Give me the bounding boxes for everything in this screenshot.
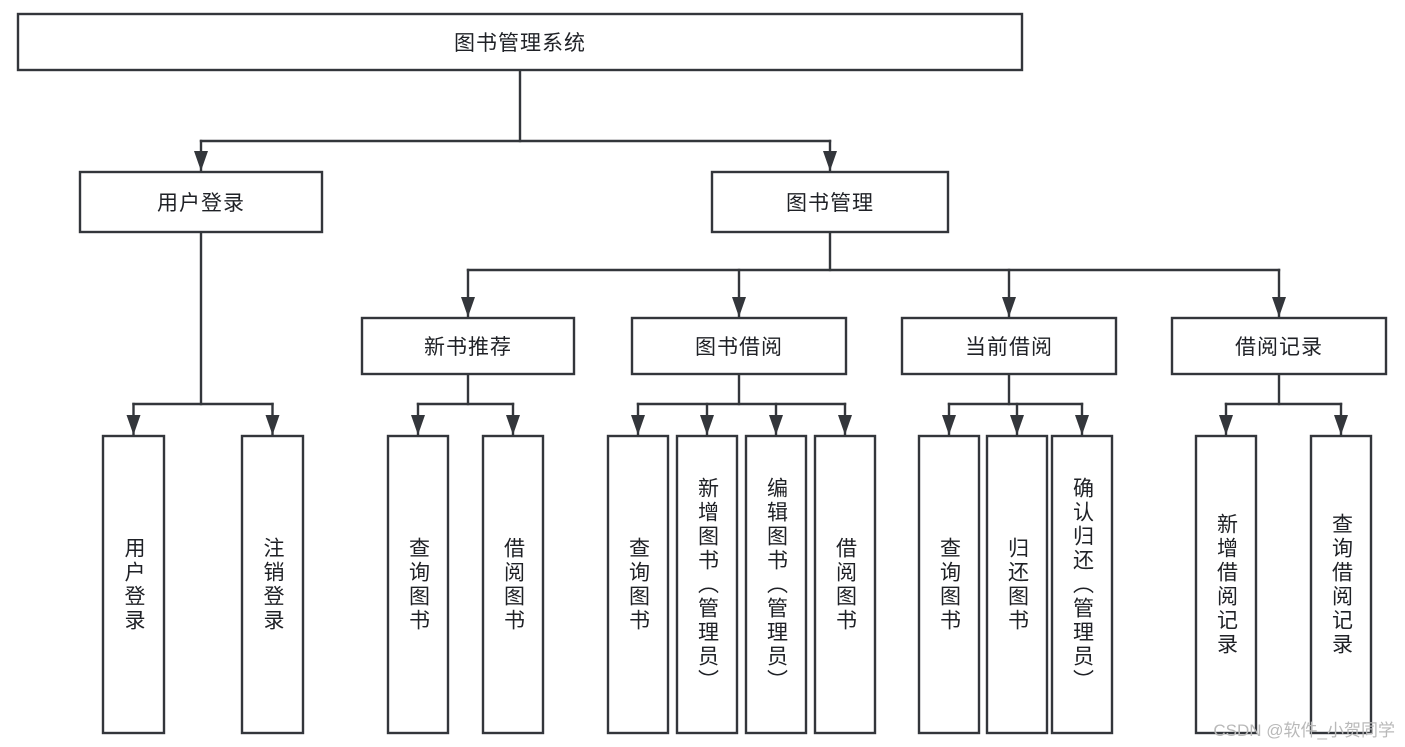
node-level3-box-0 [360,316,576,376]
node-leaf-box-10 [1050,434,1114,735]
node-level3-box-1 [630,316,848,376]
node-leaf-box-0 [101,434,166,735]
node-leaf-box-12 [1309,434,1373,735]
arrow-head-icon [1219,415,1233,435]
node-level3-box-2 [900,316,1118,376]
node-leaf-box-6 [744,434,808,735]
node-leaf-box-4 [606,434,670,735]
node-level2-box-0 [78,170,324,234]
arrow-head-icon [732,297,746,317]
arrow-head-icon [1002,297,1016,317]
arrow-head-icon [631,415,645,435]
arrow-head-icon [265,415,280,435]
arrow-head-icon [1075,415,1089,435]
arrow-head-icon [823,151,837,171]
node-leaf-box-9 [985,434,1049,735]
node-leaf-box-3 [481,434,545,735]
node-leaf-box-8 [917,434,981,735]
node-root-box [16,12,1024,72]
arrow-head-icon [1010,415,1024,435]
arrow-head-icon [194,151,208,171]
arrow-head-icon [1272,297,1286,317]
node-leaf-box-5 [675,434,739,735]
node-leaf-box-1 [240,434,305,735]
arrow-head-icon [769,415,783,435]
arrow-head-icon [1334,415,1348,435]
arrow-head-icon [411,415,425,435]
box-layer [16,12,1388,735]
node-leaf-box-2 [386,434,450,735]
arrow-head-icon [942,415,956,435]
node-level3-box-3 [1170,316,1388,376]
connector-layer [126,68,1348,437]
arrow-head-icon [838,415,852,435]
arrow-head-icon [126,415,141,435]
arrow-head-icon [506,415,520,435]
arrow-head-icon [461,297,475,317]
node-leaf-box-11 [1194,434,1258,735]
node-level2-box-1 [710,170,950,234]
arrow-head-icon [700,415,714,435]
node-leaf-box-7 [813,434,877,735]
